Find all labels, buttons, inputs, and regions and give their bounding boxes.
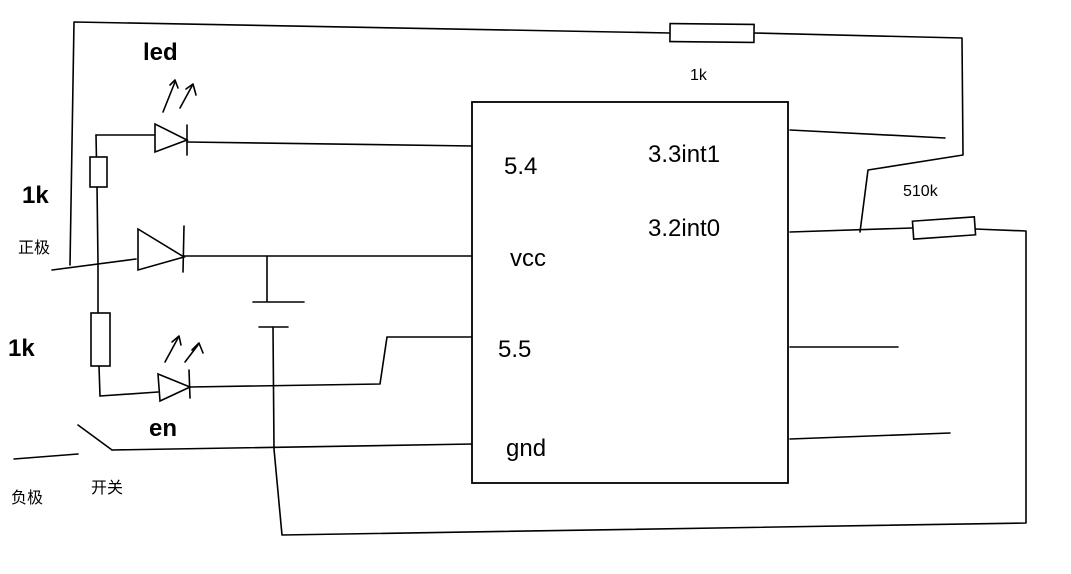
wire-pin-32 — [789, 227, 913, 233]
label-positive: 正极 — [18, 238, 50, 257]
led-top-body — [154, 122, 189, 154]
label-top-resistor: 1k — [690, 67, 708, 84]
chip-pin-32int0: 3.2int0 — [648, 215, 720, 242]
diode-middle-body — [137, 227, 186, 272]
label-led: led — [143, 39, 178, 66]
label-right-resistor: 510k — [903, 183, 939, 200]
label-en: en — [149, 415, 177, 442]
wire-left-bus-lower — [98, 365, 101, 397]
wire-top-right — [753, 32, 964, 233]
chip-body — [471, 101, 789, 484]
diode-middle-bar — [182, 225, 185, 273]
led-top-emission-arrows — [162, 79, 197, 113]
chip-pin-gnd: gnd — [506, 435, 546, 462]
wire-negative-lead — [13, 453, 79, 460]
wires — [13, 21, 1027, 536]
wire-cap-bottom — [272, 228, 1027, 536]
capacitor — [252, 301, 305, 328]
label-left-resistor-top: 1k — [22, 182, 49, 209]
led-bottom — [157, 335, 204, 403]
resistor-left-top — [89, 156, 108, 188]
wire-pin-right-4 — [789, 432, 951, 440]
resistor-left-bottom — [90, 312, 111, 367]
switch-lever — [77, 424, 113, 451]
led-bottom-body — [157, 372, 193, 403]
wire-positive-lead — [51, 258, 137, 271]
wire-switch-to-gnd — [111, 443, 474, 451]
wire-top-loop — [69, 21, 671, 266]
led-bottom-bar — [188, 369, 191, 399]
led-bottom-emission-arrows — [164, 335, 204, 363]
resistor-top — [669, 22, 755, 44]
label-negative: 负极 — [11, 488, 43, 507]
diode-middle — [137, 225, 186, 273]
chip-pin-54: 5.4 — [504, 153, 537, 180]
chip-pin-vcc: vcc — [510, 245, 546, 272]
label-left-resistor-bottom: 1k — [8, 335, 35, 362]
wire-bus-to-led2 — [99, 391, 159, 397]
label-switch: 开关 — [91, 478, 123, 497]
wire-led1-to-54 — [186, 141, 474, 147]
resistor-right — [911, 216, 977, 240]
led-top — [154, 79, 197, 156]
chip-pin-33int1: 3.3int1 — [648, 141, 720, 168]
wire-pin-33 — [789, 129, 946, 139]
wire-led2-to-55 — [189, 336, 473, 388]
chip-pin-55: 5.5 — [498, 336, 531, 363]
